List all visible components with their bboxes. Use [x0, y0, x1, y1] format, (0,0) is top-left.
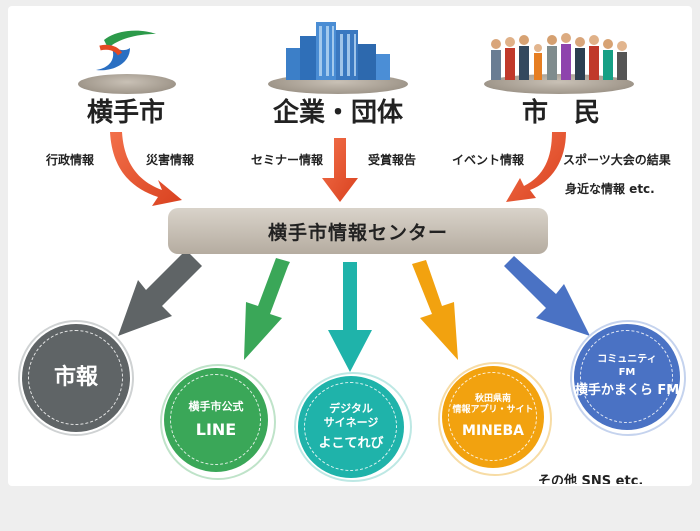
tag-disaster-info: 災害情報 — [146, 153, 195, 167]
channel-line-line2: LINE — [195, 419, 237, 439]
arrow-business-to-center — [322, 138, 358, 202]
arrow-citizens-to-center — [506, 132, 566, 202]
tag-local-info: 身近な情報 etc. — [565, 182, 655, 196]
ring-mineba — [438, 362, 552, 476]
source-title-business: 企業・団体 — [272, 98, 403, 128]
channel-shiho-label: 市報 — [53, 365, 98, 391]
info-center-label: 横手市情報センター — [267, 221, 448, 244]
channel-shiho: 市報 — [22, 324, 130, 432]
channel-line-line1: 横手市公式 — [188, 400, 244, 414]
info-center-box: 横手市情報センター — [168, 208, 548, 254]
channel-fm-line3: 横手かまくら FM — [574, 383, 680, 399]
tag-event-info: イベント情報 — [452, 153, 525, 167]
arrow-to-mineba — [412, 260, 458, 360]
arrow-to-shiho — [118, 250, 202, 336]
channel-mineba: 秋田県南 情報アプリ・サイト MINEBA — [442, 366, 544, 468]
channel-mineba-line2: 情報アプリ・サイト — [452, 405, 534, 416]
arrow-to-line — [244, 258, 290, 360]
channel-line: 横手市公式 LINE — [164, 368, 268, 472]
tag-seminar-info: セミナー情報 — [251, 153, 324, 167]
channel-fm: コミュニティ FM 横手かまくら FM — [574, 324, 680, 430]
channel-yokoterebi: デジタル サイネージ よこてれび — [298, 376, 404, 478]
tag-administrative-info: 行政情報 — [46, 153, 95, 167]
arrow-city-to-center — [110, 132, 182, 206]
footer-note-other-sns: その他 SNS etc. — [538, 474, 644, 484]
tag-award-report: 受賞報告 — [368, 153, 417, 167]
channel-mineba-line3: MINEBA — [462, 422, 524, 439]
channel-mineba-line1: 秋田県南 — [474, 394, 511, 404]
pedestal-city — [78, 74, 176, 94]
arrow-to-fm — [504, 256, 590, 336]
channel-yokoterebi-line1: デジタル — [329, 402, 373, 416]
channel-fm-line2: FM — [618, 366, 636, 378]
source-title-citizens: 市 民 — [521, 98, 600, 128]
ring-yokoterebi — [294, 372, 412, 482]
channel-yokoterebi-line2: サイネージ — [323, 415, 379, 429]
source-title-city: 横手市 — [86, 98, 165, 128]
tag-sports-results: スポーツ大会の結果 — [563, 153, 671, 167]
ring-shiho — [18, 320, 134, 436]
channel-yokoterebi-line3: よこてれび — [318, 435, 384, 451]
channel-fm-line1: コミュニティ — [597, 354, 657, 366]
ring-line — [160, 364, 276, 480]
ring-fm — [570, 320, 686, 436]
arrow-to-yokoterebi — [328, 262, 372, 372]
